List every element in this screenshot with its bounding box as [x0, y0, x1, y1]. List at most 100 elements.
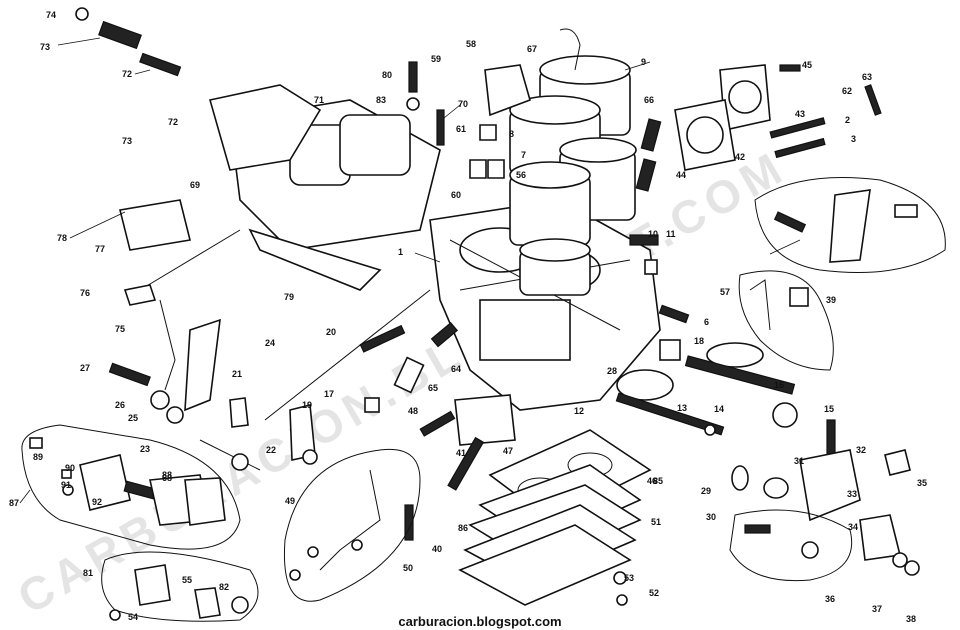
callout-label: 17: [324, 389, 334, 399]
callout-label: 29: [701, 486, 711, 496]
callout-label: 89: [33, 452, 43, 462]
callout-label: 53: [624, 573, 634, 583]
callout-label: 11: [666, 229, 676, 239]
callout-label: 6: [704, 317, 709, 327]
callout-label: 39: [826, 295, 836, 305]
callout-label: 72: [168, 117, 178, 127]
center-parts: [393, 28, 662, 541]
callout-label: 88: [162, 470, 172, 480]
callout-label: 7: [521, 150, 526, 160]
air-horn-low: [519, 238, 591, 296]
callout-label: 79: [284, 292, 294, 302]
callout-label: 10: [648, 229, 658, 239]
callout-label: 44: [676, 170, 686, 180]
callout-label: 60: [451, 190, 461, 200]
callout-label: 33: [847, 489, 857, 499]
callout-label: 1: [398, 247, 403, 257]
callout-label: 21: [232, 369, 242, 379]
right-linkage-group: [615, 177, 946, 436]
callout-label: 38: [906, 614, 916, 624]
callout-label: 68: [162, 473, 172, 483]
leader-lines: [19, 37, 801, 504]
callout-label: 27: [80, 363, 90, 373]
callout-label: 50: [403, 563, 413, 573]
callout-label: 63: [862, 72, 872, 82]
callout-label: 56: [516, 170, 526, 180]
callout-label: 67: [527, 44, 537, 54]
callout-label: 25: [128, 413, 138, 423]
callout-label: 24: [265, 338, 275, 348]
callout-label: 30: [706, 512, 716, 522]
callout-label: 57: [720, 287, 730, 297]
lower-right-parts: [704, 419, 920, 582]
callout-label: 58: [466, 39, 476, 49]
callout-label: 45: [802, 60, 812, 70]
callout-label: 64: [451, 364, 461, 374]
callout-label: 90: [65, 463, 75, 473]
callout-label: 41: [456, 448, 466, 458]
callout-label: 87: [9, 498, 19, 508]
callout-label: 85: [653, 476, 663, 486]
callout-labels: 74 73 72 71 72 73 69 78 77 76 75 27 26 2…: [9, 10, 927, 624]
callout-label: 35: [917, 478, 927, 488]
air-horns: [509, 55, 637, 296]
callout-label: 61: [456, 124, 466, 134]
callout-label: 13: [677, 403, 687, 413]
callout-label: 83: [376, 95, 386, 105]
callout-label: 20: [326, 327, 336, 337]
callout-label: 32: [856, 445, 866, 455]
callout-label: 70: [458, 99, 468, 109]
callout-label: 8: [509, 129, 514, 139]
callout-label: 92: [92, 497, 102, 507]
callout-label: 54: [128, 612, 138, 622]
fuel-pump-group: [21, 424, 259, 622]
callout-label: 47: [503, 446, 513, 456]
footer-credit: carburacion.blogspot.com: [398, 614, 562, 629]
callout-label: 19: [302, 400, 312, 410]
callout-label: 3: [851, 134, 856, 144]
callout-label: 52: [649, 588, 659, 598]
callout-label: 2: [845, 115, 850, 125]
callout-label: 72: [122, 69, 132, 79]
callout-label: 14: [714, 404, 724, 414]
callout-label: 65: [428, 383, 438, 393]
callout-label: 73: [122, 136, 132, 146]
callout-label: 18: [694, 336, 704, 346]
callout-label: 59: [431, 54, 441, 64]
callout-label: 71: [314, 95, 324, 105]
callout-label: 78: [57, 233, 67, 243]
callout-label: 9: [641, 57, 646, 67]
callout-label: 86: [458, 523, 468, 533]
callout-label: 81: [83, 568, 93, 578]
callout-label: 75: [115, 324, 125, 334]
throttle-block: [75, 7, 322, 171]
callout-label: 55: [182, 575, 192, 585]
callout-label: 40: [432, 544, 442, 554]
callout-label: 26: [115, 400, 125, 410]
callout-label: 66: [644, 95, 654, 105]
pump-covers: [674, 64, 882, 171]
callout-label: 77: [95, 244, 105, 254]
mid-left-linkage-group: [283, 448, 421, 602]
gasket-stack: [458, 429, 652, 606]
callout-label: 76: [80, 288, 90, 298]
left-linkage-parts: [108, 199, 431, 471]
callout-label: 22: [266, 445, 276, 455]
callout-label: 37: [872, 604, 882, 614]
callout-label: 62: [842, 86, 852, 96]
callout-label: 91: [61, 480, 71, 490]
callout-label: 28: [607, 366, 617, 376]
callout-label: 36: [825, 594, 835, 604]
callout-label: 73: [40, 42, 50, 52]
callout-label: 51: [651, 517, 661, 527]
callout-label: 74: [46, 10, 56, 20]
callout-label: 69: [190, 180, 200, 190]
callout-label: 82: [219, 582, 229, 592]
callout-label: 48: [408, 406, 418, 416]
callout-label: 43: [795, 109, 805, 119]
callout-label: 23: [140, 444, 150, 454]
callout-label: 34: [848, 522, 858, 532]
callout-label: 46: [647, 476, 657, 486]
callout-label: 12: [574, 406, 584, 416]
